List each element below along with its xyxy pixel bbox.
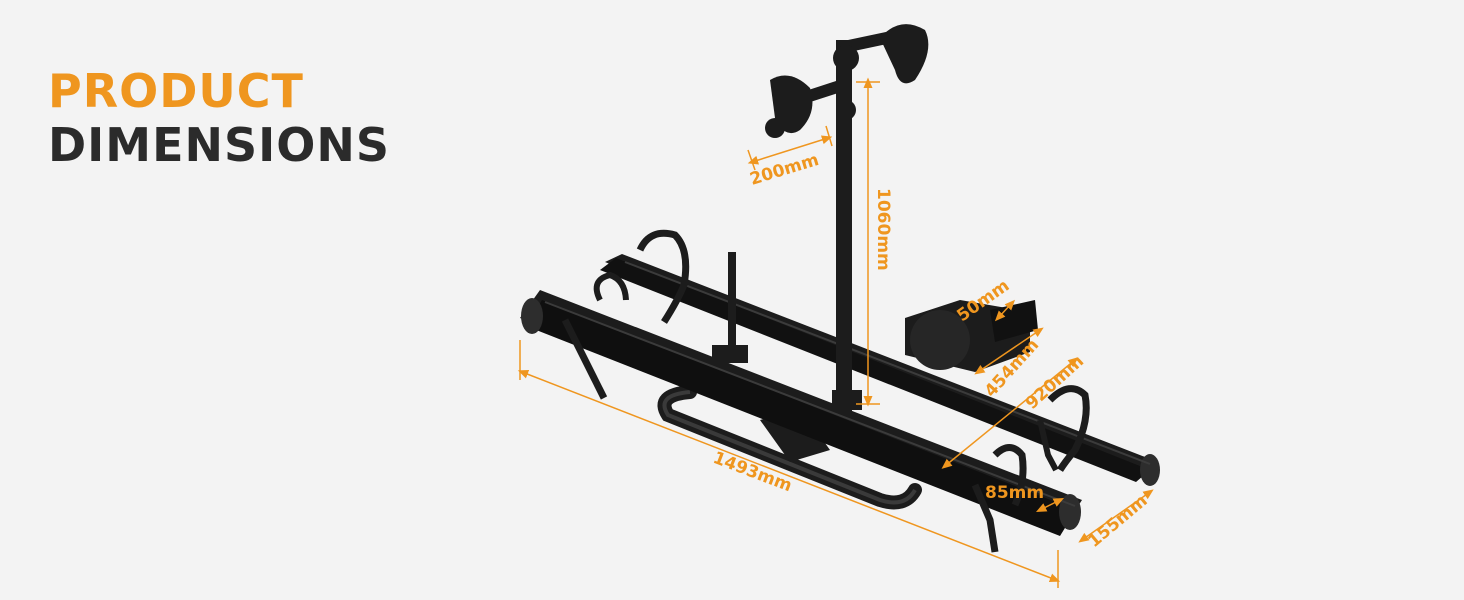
- dim-line-tray-spacing: [1078, 489, 1154, 543]
- dim-line-length: [517, 369, 1061, 583]
- heading-line-dimensions: DIMENSIONS: [48, 118, 390, 172]
- dim-label-tray-spacing: 155mm: [1084, 491, 1151, 552]
- dim-label-arm: 200mm: [748, 150, 822, 190]
- dim-line-arm: [747, 135, 833, 165]
- dimension-lines: [517, 77, 1154, 588]
- bike-rack-icon: [520, 24, 1160, 553]
- page-heading: PRODUCT DIMENSIONS: [48, 64, 390, 172]
- dim-label-height: 1060mm: [873, 188, 893, 271]
- dim-label-tray: 85mm: [985, 483, 1044, 503]
- dim-line-tray: [1035, 497, 1065, 513]
- dim-line-hitch: [994, 299, 1016, 322]
- heading-line-product: PRODUCT: [48, 64, 304, 118]
